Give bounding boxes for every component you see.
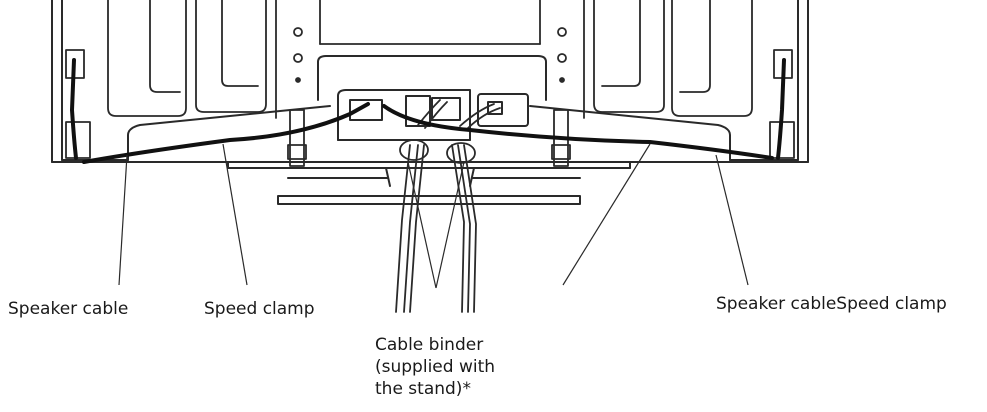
leader-speaker-cable-right [715, 154, 749, 286]
cable-binder-label: Cable binder (supplied with the stand)* [375, 334, 535, 400]
leader-lines [118, 143, 749, 289]
leader-cable-binder-2 [435, 161, 465, 289]
speaker-cable-speed-clamp-label-right: Speaker cableSpeed clamp [716, 294, 947, 314]
tv-back-outline [51, 0, 809, 163]
speed-clamp-label-left: Speed clamp [204, 299, 315, 319]
leader-cable-binder-1 [407, 161, 437, 289]
rear-panels [107, 0, 753, 117]
speaker-cable-label-left: Speaker cable [8, 299, 129, 319]
leader-speed-clamp-left [222, 143, 248, 286]
cable-binder-line-1: Cable binder [375, 335, 484, 355]
center-mount-area [275, 0, 585, 119]
terminal-bay [317, 55, 547, 141]
cable-binder-line-3: the stand)* [375, 379, 471, 399]
stand-base [227, 161, 631, 205]
leader-speaker-cable-left [118, 154, 128, 286]
speaker-cable [70, 58, 786, 164]
leader-speed-clamp-right [562, 143, 651, 286]
cable-binder-line-2: (supplied with [375, 357, 496, 377]
